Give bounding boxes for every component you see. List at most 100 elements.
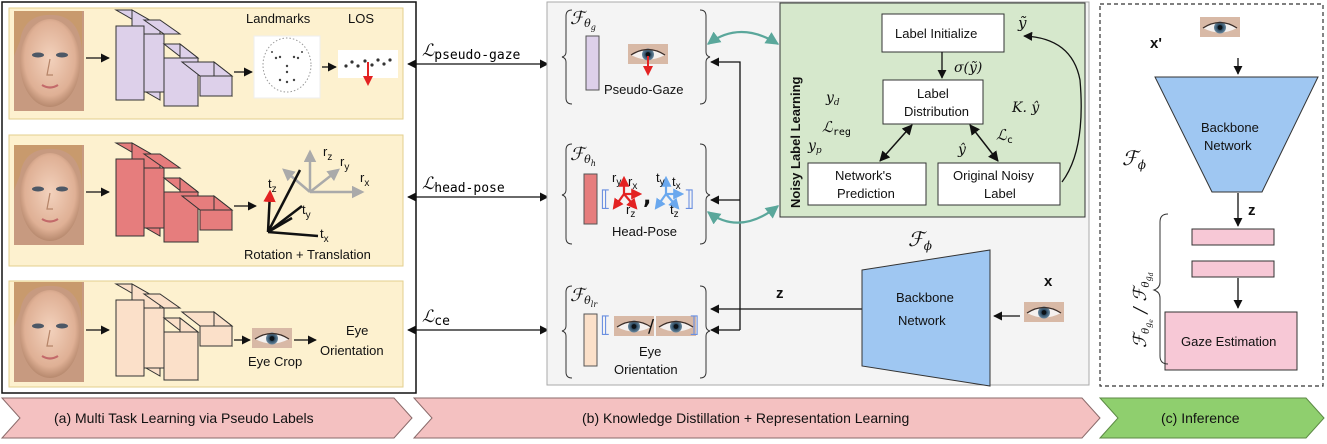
feedback-arrow (1023, 31, 1082, 183)
k-yhat-label: K. ŷ (1011, 99, 1040, 116)
rotation-translation-label: Rotation + Translation (244, 247, 371, 262)
y-tilde-label: ỹ (1017, 14, 1027, 32)
ce-loss-label: ℒce (422, 307, 450, 329)
eye-crop-image (251, 327, 293, 349)
pseudo-gaze-loss-label: ℒpseudo-gaze (422, 41, 521, 63)
z-label: z (776, 285, 784, 302)
head-brace (1152, 213, 1169, 365)
panel-b: ℱθg Pseudo-Gaze ℱθh ⟦ , (546, 1, 1090, 387)
banner-c-text: (c) Inference (1161, 410, 1240, 426)
sigma-label: σ(ỹ) (954, 60, 982, 76)
eye-head-label-2: Orientation (614, 362, 678, 377)
inference-eye-image (1199, 16, 1241, 38)
panel-c-border (1099, 3, 1324, 387)
axis-label-rx: rx (360, 170, 369, 189)
original-noisy-label-box (937, 162, 1061, 206)
label-distribution-text-2: Distribution (904, 104, 969, 119)
teal-arrow-top (706, 31, 780, 45)
los-image (338, 50, 398, 86)
head-layer-2 (1191, 260, 1275, 278)
slash-glyph: / (648, 316, 655, 337)
y-hat-label: ŷ (957, 141, 967, 158)
backbone-network-b (861, 249, 991, 387)
inference-head-symbol: ℱθge / ℱθgd (1130, 272, 1155, 348)
eye-orientation-label-2: Orientation (320, 343, 384, 358)
original-noisy-label-text-2: Label (984, 186, 1016, 201)
head-pose-head-label: Head-Pose (612, 224, 677, 239)
head-layer-1 (1191, 228, 1275, 246)
comma-glyph: , (643, 185, 651, 210)
eye-orientation-label-1: Eye (346, 323, 368, 338)
backbone-c-symbol: ℱϕ (1122, 146, 1146, 172)
head-pose-axis-tz: tz (670, 202, 679, 220)
label-distribution-text-1: Label (917, 86, 949, 101)
landmarks-image (253, 35, 321, 99)
head-pose-axis-ty: ty (656, 170, 665, 188)
head-pose-axis-rz: rz (626, 202, 635, 220)
cnn-encoder (114, 142, 234, 244)
teal-arrow-bottom (706, 205, 780, 225)
eye-head-symbol: ℱθlr (570, 285, 598, 309)
backbone-c-label-2: Network (1204, 138, 1252, 153)
x-prime-label: x' (1150, 35, 1162, 52)
head-pose-axis-tx: tx (672, 174, 681, 192)
network-prediction-text-2: Prediction (837, 186, 895, 201)
axis-label-ry: ry (340, 154, 349, 173)
row-pseudo-gaze: Landmarks LOS (8, 7, 404, 120)
axis-label-tz: tz (268, 176, 277, 195)
axis-label-tx: tx (320, 226, 329, 245)
label-distribution-box (882, 79, 984, 125)
noisy-label-title: Noisy Label Learning (788, 76, 803, 208)
network-prediction-text-1: Network's (835, 168, 892, 183)
axis-label-ty: ty (302, 202, 311, 221)
eye-crop-label: Eye Crop (248, 354, 302, 369)
distribution-prediction-arrow (879, 124, 913, 162)
backbone-network-c (1154, 76, 1319, 193)
panel-c: x' Backbone Network ℱϕ z Gaze Estimation… (1099, 3, 1324, 387)
head-pose-loss-label: ℒhead-pose (422, 174, 505, 196)
banner-b-text: (b) Knowledge Distillation + Representat… (582, 410, 909, 426)
feature-routing (710, 57, 862, 335)
gaze-head-label: Pseudo-Gaze (604, 82, 684, 97)
gaze-head-symbol: ℱθg (570, 8, 596, 32)
cnn-encoder (114, 9, 234, 108)
input-eye-image (1023, 301, 1065, 323)
landmarks-label: Landmarks (246, 11, 311, 26)
l-reg-label: ℒreg (822, 118, 851, 138)
axis-label-rz: rz (323, 144, 332, 163)
head-pose-head: ℱθh ⟦ , ⟧ ry rx rz ty tx tz Head- (561, 143, 711, 245)
row-head-pose: rz ry rx tz ty tx Rotation + Translation (8, 134, 404, 267)
head-pose-head-symbol: ℱθh (570, 144, 596, 168)
y-d-label: yd (825, 90, 840, 108)
network-prediction-box (807, 162, 927, 206)
rotation-axes (282, 149, 365, 199)
gaze-estimation-label: Gaze Estimation (1181, 334, 1276, 349)
bracket-open: ⟦ (600, 313, 611, 338)
row-eye-orientation: Eye Crop Eye Orientation (8, 280, 404, 388)
backbone-b-symbol: ℱϕ (908, 227, 932, 253)
rotation-glyph (612, 175, 643, 210)
label-initialize-text: Label Initialize (895, 26, 977, 41)
panel-a: Landmarks LOS (1, 1, 417, 394)
bracket-close: ⟧ (684, 187, 695, 212)
gaze-estimation-box (1164, 311, 1298, 371)
banner-c (1098, 397, 1325, 439)
backbone-b-label-2: Network (898, 313, 946, 328)
gaze-head-layer (585, 35, 600, 91)
loss-connections: ℒpseudo-gaze ℒhead-pose ℒce (407, 41, 549, 335)
y-p-label: yp (807, 138, 822, 156)
backbone-b-label-1: Backbone (896, 290, 954, 305)
los-label: LOS (348, 11, 374, 26)
face-image (12, 143, 86, 247)
noisy-label-learning-box: Noisy Label Learning Label Initialize La… (779, 2, 1086, 218)
banner-a-text: (a) Multi Task Learning via Pseudo Label… (54, 410, 314, 426)
eye-head-layer (583, 313, 598, 367)
distribution-noisy-arrow (969, 124, 999, 162)
eye-head-label-1: Eye (639, 344, 661, 359)
banner-b (412, 397, 1101, 439)
z-label-c: z (1248, 202, 1256, 219)
eye-orientation-head: ℱθlr ⟦ / ⟧ Eye Orientation (561, 285, 711, 379)
translation-glyph (654, 175, 685, 210)
original-noisy-label-text-1: Original Noisy (953, 168, 1034, 183)
